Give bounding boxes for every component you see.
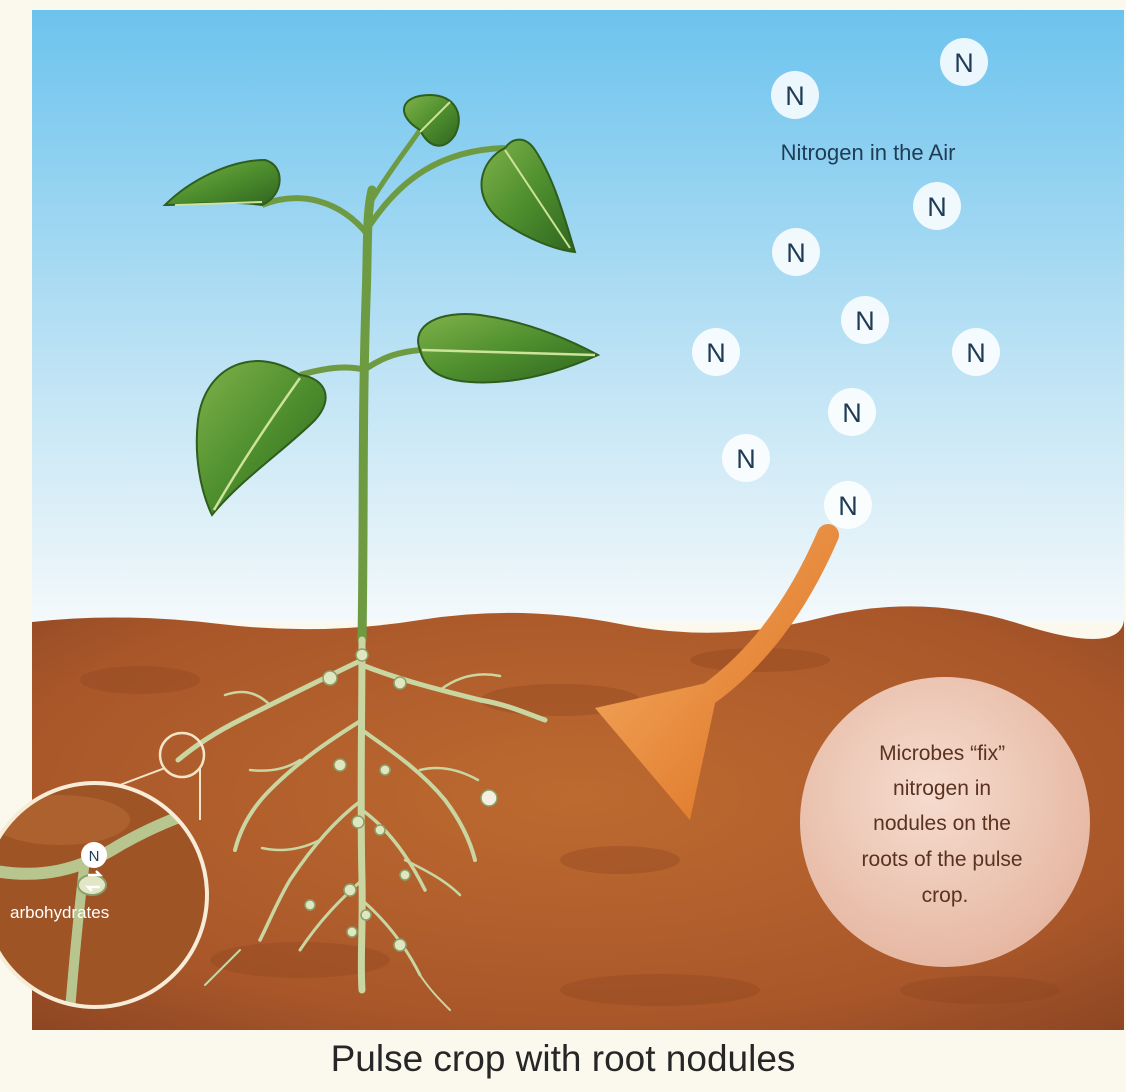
nitrogen-atom: N bbox=[913, 182, 961, 230]
nitrogen-atom: N bbox=[828, 388, 876, 436]
svg-text:N: N bbox=[966, 338, 986, 368]
nitrogen-air-label: Nitrogen in the Air bbox=[781, 140, 956, 165]
svg-text:N: N bbox=[927, 192, 947, 222]
svg-text:N: N bbox=[785, 81, 805, 111]
svg-text:N: N bbox=[786, 238, 806, 268]
svg-text:N: N bbox=[842, 398, 862, 428]
inset-n-label: N bbox=[89, 848, 100, 865]
bubble-line-3: nodules on the bbox=[873, 812, 1011, 835]
target-nodule bbox=[481, 790, 497, 806]
nitrogen-atom: N bbox=[692, 328, 740, 376]
svg-text:N: N bbox=[736, 444, 756, 474]
nitrogen-atom: N bbox=[824, 481, 872, 529]
nitrogen-atom: N bbox=[722, 434, 770, 482]
nitrogen-atom: N bbox=[952, 328, 1000, 376]
diagram-caption: Pulse crop with root nodules bbox=[0, 1038, 1126, 1080]
microbes-bubble: Microbes “fix” nitrogen in nodules on th… bbox=[800, 677, 1090, 967]
bubble-line-1: Microbes “fix” bbox=[879, 742, 1005, 765]
svg-text:N: N bbox=[706, 338, 726, 368]
sky bbox=[32, 10, 1124, 622]
bubble-line-5: crop. bbox=[922, 884, 969, 907]
svg-text:N: N bbox=[954, 48, 974, 78]
bubble-line-2: nitrogen in bbox=[893, 777, 991, 800]
nitrogen-atom: N bbox=[771, 71, 819, 119]
nitrogen-atom: N bbox=[940, 38, 988, 86]
nitrogen-atom: N bbox=[841, 296, 889, 344]
nitrogen-atom: N bbox=[772, 228, 820, 276]
bubble-line-4: roots of the pulse bbox=[862, 848, 1023, 871]
inset-carbohydrates-label: arbohydrates bbox=[10, 903, 109, 922]
svg-text:N: N bbox=[855, 306, 875, 336]
svg-text:N: N bbox=[838, 491, 858, 521]
